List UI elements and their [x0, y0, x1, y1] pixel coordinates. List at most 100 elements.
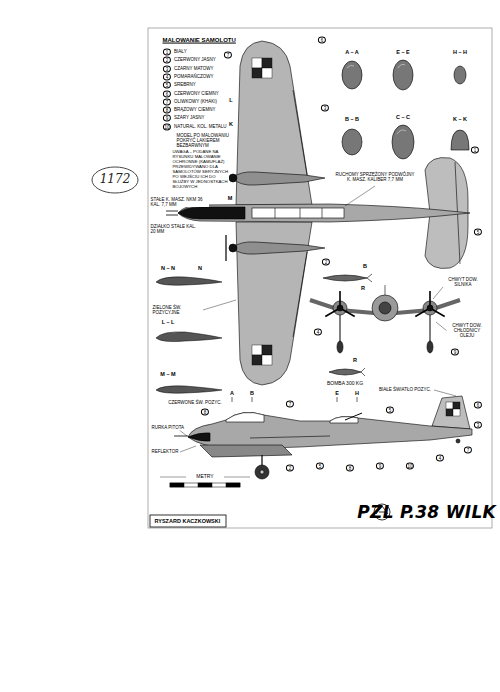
legend-entry: BRĄZOWY CIEMNY: [174, 108, 215, 113]
plan-view-part: [275, 208, 322, 218]
plan-view-part: [178, 204, 470, 222]
legend-entry: BIAŁY: [174, 50, 187, 55]
scale-bar-part: [170, 483, 240, 487]
plan-view-part: [323, 274, 372, 282]
section-letter: K – K: [452, 116, 467, 122]
side-view-part: [345, 413, 362, 420]
signature-frame: [150, 515, 226, 527]
side-view-part: [174, 436, 188, 437]
section-letter: N – N: [160, 265, 175, 271]
section-letter: H: [355, 390, 360, 396]
legend-entry: CZERWONY CIEMNY: [174, 91, 219, 96]
plan-view-part: [232, 172, 325, 185]
callout-number: 6: [318, 37, 326, 44]
signature-frame-part: [150, 515, 226, 527]
callout-number: 10: [163, 123, 171, 130]
side-view-part: [432, 396, 470, 429]
plan-view-part: [262, 355, 272, 365]
annotation-text: ZIELONE ŚW. POZYCYJNE: [152, 305, 203, 315]
section-letter: M: [227, 195, 233, 201]
side-view-part: [188, 433, 210, 441]
section-letter: C – C: [395, 114, 410, 120]
callout-number: 3: [321, 105, 329, 112]
plan-view-part: [166, 211, 178, 215]
legend-entry: SREBRNY: [174, 83, 196, 88]
section-letter: R: [353, 357, 358, 363]
cross-sections-part: [347, 64, 406, 134]
annotation-text: DZIAŁKO STAŁE KAL. 20 MM: [150, 224, 199, 234]
scale-bar-part: [198, 483, 212, 487]
sheet-frame-part: [92, 167, 138, 193]
callout-number: 2: [286, 465, 294, 472]
plan-view-part: [262, 68, 272, 78]
sheet-frame-part: [148, 28, 492, 528]
section-letter: B – B: [344, 116, 359, 122]
callout-number: 5: [474, 229, 482, 236]
side-view-part: [178, 390, 456, 452]
annotation-text: BOMBA 300 KG: [326, 381, 363, 387]
cross-sections-part: [454, 66, 466, 84]
front-view-part: [379, 302, 391, 314]
wing-profiles-part: [156, 277, 222, 285]
author-signature: RYSZARD KACZKOWSKI: [154, 518, 221, 524]
side-view-part: [226, 412, 264, 422]
front-view-part: [329, 368, 365, 376]
section-letter: E: [335, 390, 340, 396]
plan-view-part: [229, 244, 237, 252]
section-letter: A – A: [345, 49, 360, 55]
legend-entry: POMARAŃCZOWY: [174, 74, 214, 79]
callout-number: 8: [201, 409, 209, 416]
annotation-text: METRY: [196, 474, 214, 480]
cross-sections-part: [342, 129, 362, 155]
annotation-text: CHWYT DOW. CHŁODNICY OLEJU: [447, 323, 488, 339]
front-view-part: [427, 305, 433, 311]
scale-bar-part: [170, 483, 184, 487]
callout-number: 1: [163, 49, 171, 56]
section-letter: E – E: [396, 49, 410, 55]
callout-number: 4: [314, 329, 322, 336]
plan-view-part: [252, 68, 262, 78]
callout-number: 7: [224, 52, 232, 59]
plan-view-part: [252, 58, 272, 365]
legend-heading: MALOWANIE SAMOLOTU: [162, 37, 236, 44]
callout-number: 2: [322, 259, 330, 266]
callout-number: 9: [451, 349, 459, 356]
side-view-part: [456, 439, 460, 443]
callout-number: 9: [376, 463, 384, 470]
section-letter: R: [361, 285, 366, 291]
front-view-part: [385, 285, 386, 295]
callout-number: 4: [163, 73, 171, 80]
plan-view-part: [262, 58, 272, 68]
side-view-part: [446, 409, 453, 416]
legend-entry: CZERWONY JASNY: [174, 58, 216, 63]
section-letter: N: [198, 265, 203, 271]
side-view-part: [260, 470, 264, 474]
cross-sections-part: [451, 130, 469, 150]
side-view-part: [232, 397, 357, 402]
section-letter: B: [250, 390, 255, 396]
side-view-part: [200, 445, 292, 457]
section-letter: H – H: [452, 49, 467, 55]
annotation-text: UWAGA – PODANE NA RYSUNKU MALOWANIE OCHR…: [172, 150, 229, 190]
side-view-part: [188, 412, 472, 449]
plan-view-part: [178, 207, 245, 219]
callout-number: 8: [163, 107, 171, 114]
front-view-part: [340, 315, 430, 342]
section-letter: L – L: [161, 319, 175, 325]
side-view-part: [446, 402, 460, 416]
front-view-part: [337, 341, 343, 353]
legend-entry: CZARNY MATOWY: [174, 66, 214, 71]
wing-profiles-part: [156, 386, 222, 393]
drawing-title: PZL P.38 WILK: [357, 502, 496, 522]
scale-bar-part: [226, 483, 240, 487]
callout-number: 4: [436, 455, 444, 462]
front-view-part: [372, 295, 398, 321]
cross-sections: [342, 60, 469, 159]
side-view-part: [453, 402, 460, 409]
callout-number: 1: [471, 147, 479, 154]
side-view-part: [446, 402, 453, 409]
side-view-part: [261, 455, 262, 466]
front-view-part: [433, 287, 447, 331]
callout-number: 5: [316, 463, 324, 470]
